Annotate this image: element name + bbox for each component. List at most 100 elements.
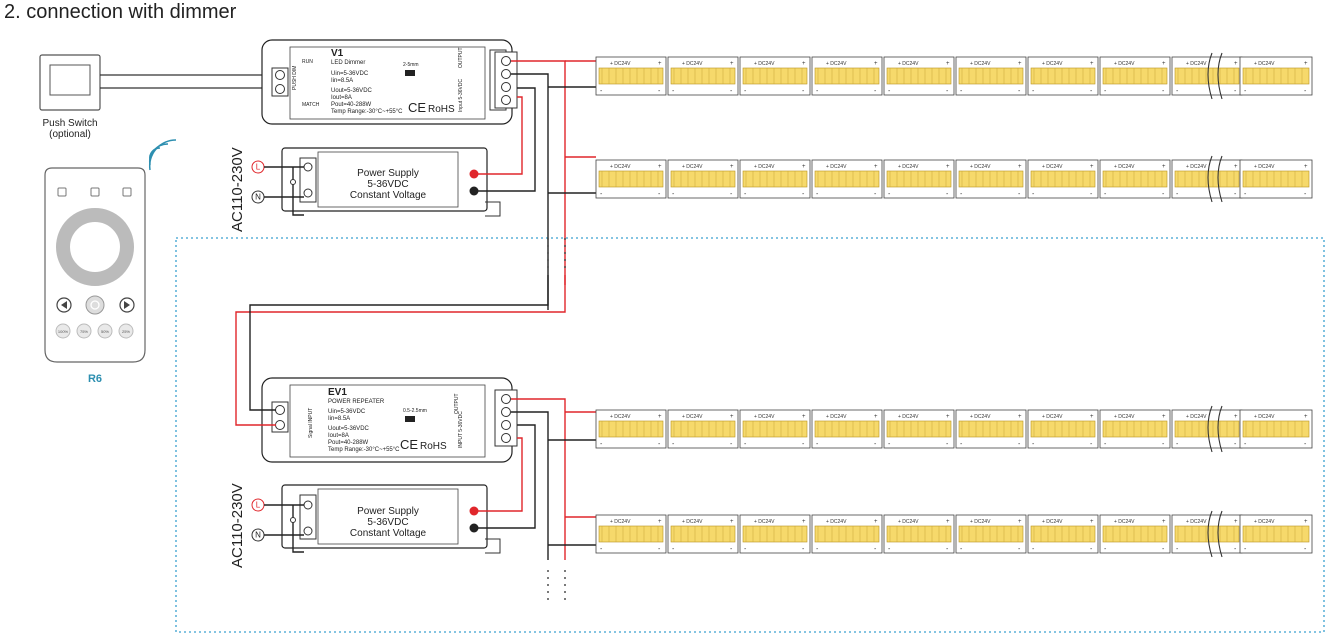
led-chip-row	[1174, 525, 1240, 543]
dimmer-v1[interactable]	[261, 39, 513, 125]
strip-voltage-label: + DC24V	[754, 414, 775, 420]
dimmer-wire-size: 2-5mm	[403, 62, 419, 68]
remote-preset-button-3[interactable]	[118, 323, 134, 339]
strip-plus-label: +	[730, 61, 734, 67]
remote-zone-3-button[interactable]	[122, 187, 132, 197]
remote-zone-1-button[interactable]	[57, 187, 67, 197]
strip-minus-label: -	[1162, 546, 1165, 553]
dimmer-run-label: RUN	[302, 59, 313, 65]
strip-plus-label: +	[1018, 519, 1022, 525]
remote-preset-label-0: 100%	[58, 329, 69, 334]
strip-minus-label: -	[1032, 88, 1035, 95]
strip-break-icon	[1207, 405, 1223, 453]
strip-plus-label: +	[874, 61, 878, 67]
strip-plus-label: +	[1090, 414, 1094, 420]
remote-zone-2-button[interactable]	[90, 187, 100, 197]
psu1-to-dimmer-positive	[474, 96, 523, 175]
strip-plus-label: +	[730, 164, 734, 170]
repeater-ev1[interactable]	[261, 377, 513, 463]
strip-minus-label: -	[658, 191, 661, 198]
strip-plus-label: +	[1018, 164, 1022, 170]
dimmer-pushdim-label: PUSH DIM	[292, 66, 298, 90]
led-chip-row	[814, 170, 880, 188]
strip-minus-label: -	[658, 88, 661, 95]
led-chip-row	[1174, 67, 1240, 85]
strip-voltage-label: + DC24V	[610, 414, 631, 420]
led-chip-row	[1102, 170, 1168, 188]
strip-minus-label: -	[744, 546, 747, 553]
remote-preset-button-1[interactable]	[76, 323, 92, 339]
strip-minus-label: -	[946, 546, 949, 553]
strip-minus-label: -	[672, 546, 675, 553]
strip-minus-label: -	[802, 546, 805, 553]
dimmer-match-label: MATCH	[302, 102, 320, 108]
wire-continuation-dots-top	[547, 238, 566, 272]
strip-minus-label: -	[874, 546, 877, 553]
remote-preset-button-0[interactable]	[55, 323, 71, 339]
strip-voltage-label: + DC24V	[1114, 519, 1135, 525]
strip-minus-label: -	[1304, 546, 1307, 553]
power-supply-1[interactable]	[281, 147, 501, 217]
strip-plus-label: +	[1304, 164, 1308, 170]
dimmer-output-terminals[interactable]	[494, 51, 518, 109]
remote-r6[interactable]	[44, 167, 146, 363]
strip-minus-label: -	[1176, 441, 1179, 448]
remote-dimming-wheel[interactable]	[56, 208, 134, 286]
led-chip-row	[742, 67, 808, 85]
led-chip-row	[670, 525, 736, 543]
strip-plus-label: +	[874, 519, 878, 525]
strip-plus-label: +	[1234, 519, 1238, 525]
strip-plus-label: +	[1018, 61, 1022, 67]
strip-voltage-label: + DC24V	[682, 61, 703, 67]
strip-plus-label: +	[802, 61, 806, 67]
strip-plus-label: +	[1162, 61, 1166, 67]
led-chip-row	[886, 170, 952, 188]
strip-minus-label: -	[888, 191, 891, 198]
psu1-n-label: N	[255, 193, 261, 202]
strip-minus-label: -	[1032, 546, 1035, 553]
repeater-signal-label: Signal INPUT	[308, 408, 314, 438]
strip-minus-label: -	[1032, 191, 1035, 198]
strip-voltage-label: + DC24V	[1254, 164, 1275, 170]
dimmer-spec-1: Iin=8.5A	[331, 78, 353, 84]
led-chip-row	[598, 67, 664, 85]
remote-preset-button-2[interactable]	[97, 323, 113, 339]
strip-minus-label: -	[1090, 191, 1093, 198]
strip-minus-label: -	[802, 191, 805, 198]
dimmer-out-positive	[511, 60, 566, 285]
dimmer-spec-3: Iout=8A	[331, 95, 352, 101]
remote-left-button[interactable]	[56, 297, 72, 313]
strip-minus-label: -	[802, 88, 805, 95]
remote-preset-label-1: 75%	[80, 329, 88, 334]
push-switch[interactable]	[39, 54, 101, 111]
strip-plus-label: +	[1162, 164, 1166, 170]
power-supply-2[interactable]	[281, 484, 501, 554]
led-chip-row	[814, 525, 880, 543]
remote-right-button[interactable]	[119, 297, 135, 313]
strip-voltage-label: + DC24V	[682, 164, 703, 170]
strip-voltage-label: + DC24V	[1186, 61, 1207, 67]
led-strip-4: + DC24V+--+ DC24V+--+ DC24V+--+ DC24V+--…	[595, 510, 1313, 558]
led-chip-row	[1174, 170, 1240, 188]
repeater-spec-4: Pout=40-288W	[328, 440, 369, 446]
strip-minus-label: -	[888, 88, 891, 95]
repeater-output-terminals[interactable]	[494, 389, 518, 447]
strip-plus-label: +	[1234, 414, 1238, 420]
strip-voltage-label: + DC24V	[1254, 61, 1275, 67]
left-arrow-icon	[61, 301, 67, 309]
led-chip-row	[1242, 525, 1310, 543]
repeater-spec-2: Uout=5-36VDC	[328, 426, 370, 432]
strip-minus-label: -	[1176, 546, 1179, 553]
remote-preset-label-2: 50%	[101, 329, 109, 334]
strip-plus-label: +	[1162, 414, 1166, 420]
strip-plus-label: +	[802, 414, 806, 420]
led-chip-row	[742, 420, 808, 438]
strip-minus-label: -	[1018, 546, 1021, 553]
strip-minus-label: -	[1176, 88, 1179, 95]
strip-minus-label: -	[1090, 546, 1093, 553]
strip-minus-label: -	[874, 441, 877, 448]
remote-power-button[interactable]	[85, 295, 105, 315]
strip-plus-label: +	[946, 164, 950, 170]
psu2-line-0: Power Supply	[357, 506, 419, 517]
